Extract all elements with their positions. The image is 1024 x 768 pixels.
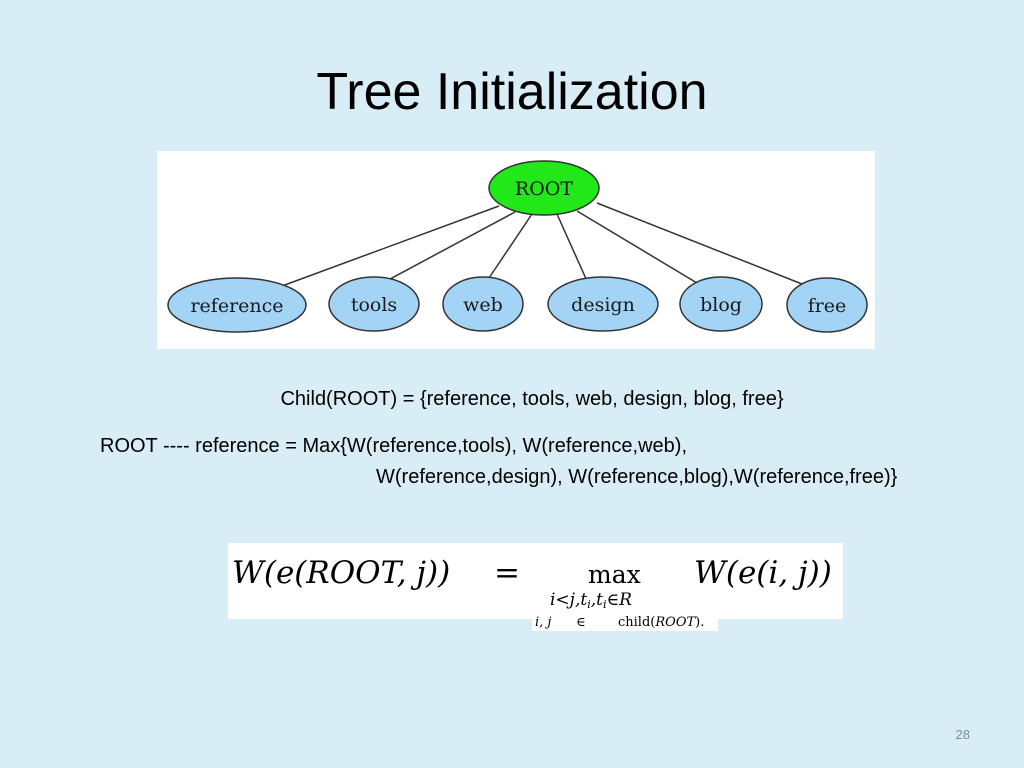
child-node-web-shape [442,276,524,332]
child-node-blog-shape [679,276,763,332]
edge-root-free [596,202,808,287]
max-expression-line-2: W(reference,design), W(reference,blog),W… [376,466,898,488]
formula-equals: = [494,555,520,591]
tree-node-root: ROOT [488,160,600,216]
max-expression-line-1: ROOT ---- reference = Max{W(reference,to… [100,435,688,457]
child-node-tools-label: tools [351,294,397,316]
root-node-shape [488,160,600,216]
child-node-blog-label: blog [700,294,742,316]
formula-rhs: W(e(i, j)) [694,555,832,591]
child-node-reference-label: reference [190,295,283,317]
child-node-free-shape [786,277,868,333]
edge-root-tools [376,211,516,287]
child-node-design-label: design [571,294,635,316]
child-set-text: Child(ROOT) = {reference, tools, web, de… [280,388,784,410]
condition-set: child(ROOT). [618,615,704,630]
edge-root-blog [576,210,698,284]
child-node-free-label: free [808,295,847,317]
edge-root-web [486,213,533,282]
formula-image: W(e(ROOT, j)) = max i<j,ti,ti∈R W(e(i, j… [228,543,843,619]
formula-condition: i, j ∈ child(ROOT). [532,612,718,631]
tree-diagram: ROOT reference tools web design blog fre… [157,151,875,349]
slide-title: Tree Initialization [316,63,708,121]
edge-root-reference [281,205,500,287]
page-number: 28 [955,727,970,742]
root-node-label: ROOT [515,178,573,200]
child-node-tools-shape [328,276,420,332]
formula-subscript: i<j,ti,ti∈R [550,590,632,611]
child-node-reference-shape [167,277,307,333]
edge-root-design [556,213,588,282]
formula-max: max [588,560,641,589]
condition-vars: i, j [535,615,551,630]
condition-in: ∈ [576,615,586,630]
formula-lhs: W(e(ROOT, j)) [232,555,450,591]
child-node-web-label: web [463,294,503,316]
child-node-design-shape [547,276,659,332]
